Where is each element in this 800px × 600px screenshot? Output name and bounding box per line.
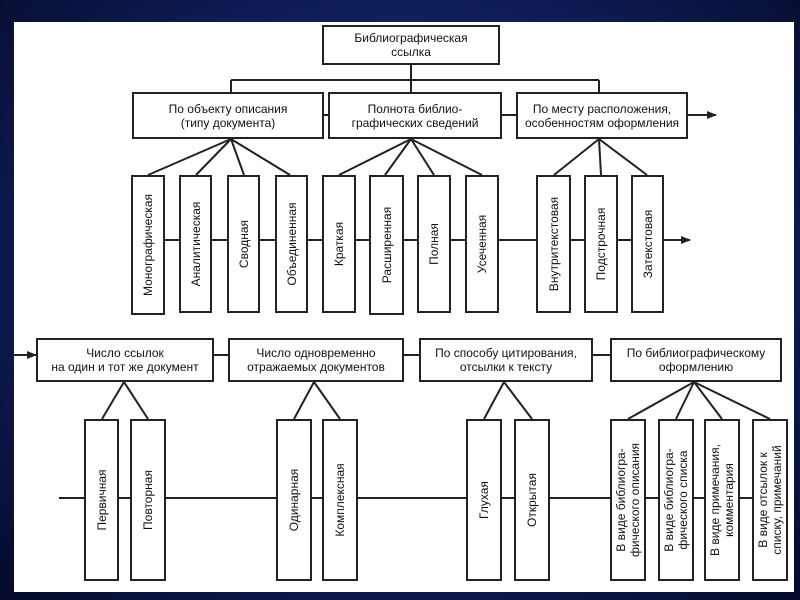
- type-label: В виде библиогра- фического описания: [614, 442, 642, 558]
- type-as-description: В виде библиогра- фического описания: [610, 419, 646, 581]
- category-by-object: По объекту описания (типу документа): [132, 92, 324, 139]
- type-label: В виде библиогра- фического списка: [662, 448, 690, 552]
- type-label: Расширенная: [379, 206, 394, 284]
- connector: [195, 138, 232, 176]
- category-documents-simultaneous: Число одновременно отражаемых документов: [228, 338, 404, 382]
- type-short: Краткая: [322, 175, 356, 313]
- category-by-location: По месту расположения, особенностям офор…: [516, 92, 688, 139]
- category-links-per-document: Число ссылок на один и тот же документ: [36, 338, 214, 382]
- diagram-panel: Библиографическая ссылка По объекту опис…: [14, 22, 794, 592]
- type-label: Сводная: [236, 219, 251, 269]
- connector-lines: [14, 65, 771, 499]
- type-label: Внутритекстовая: [546, 196, 561, 292]
- type-endnote: Затекстовая: [631, 175, 664, 313]
- type-label: Подстрочная: [594, 207, 608, 281]
- type-footnote: Подстрочная: [584, 175, 618, 313]
- type-analytic: Аналитическая: [179, 175, 212, 313]
- connector: [101, 381, 125, 420]
- type-label: Повторная: [141, 470, 155, 530]
- type-label: Одинарная: [287, 468, 301, 532]
- connector: [384, 138, 412, 176]
- type-summary: Сводная: [227, 175, 260, 313]
- connector: [410, 138, 483, 176]
- type-label: Первичная: [94, 469, 109, 531]
- connector: [293, 381, 315, 420]
- category-completeness: Полнота библио- графических сведений: [328, 92, 502, 139]
- connector: [627, 381, 695, 420]
- connector: [675, 381, 695, 420]
- type-truncated: Усеченная: [465, 175, 499, 313]
- type-open: Открытая: [514, 419, 550, 581]
- connector: [503, 381, 533, 420]
- connector: [313, 381, 341, 420]
- connector: [693, 381, 723, 420]
- type-label: Затекстовая: [640, 209, 655, 279]
- type-label: В виде примечания, комментария: [708, 444, 736, 556]
- connector: [693, 381, 771, 420]
- connector: [598, 138, 602, 176]
- type-primary: Первичная: [84, 419, 119, 581]
- connector: [147, 138, 232, 176]
- type-closed: Глухая: [466, 419, 502, 581]
- type-label: Объединенная: [284, 202, 299, 286]
- type-label: Глухая: [477, 481, 491, 519]
- connector: [123, 381, 149, 420]
- category-citation-method: По способу цитирования, отсылки к тексту: [419, 338, 593, 382]
- connector: [598, 138, 648, 176]
- type-as-note: В виде примечания, комментария: [704, 419, 740, 581]
- type-full: Полная: [417, 175, 451, 313]
- type-as-reference: В виде отсылок к списку, примечаний: [752, 419, 788, 581]
- type-single: Одинарная: [276, 419, 312, 581]
- type-label: В виде отсылок к списку, примечаний: [756, 445, 784, 555]
- connector: [338, 138, 412, 176]
- type-combined: Объединенная: [275, 175, 308, 313]
- type-complex: Комплексная: [322, 419, 358, 581]
- type-intratext: Внутритекстовая: [536, 175, 571, 313]
- type-label: Открытая: [525, 473, 539, 527]
- type-extended: Расширенная: [369, 175, 404, 315]
- type-label: Монографическая: [141, 193, 155, 297]
- connector: [553, 138, 600, 176]
- type-monographic: Монографическая: [131, 175, 165, 315]
- root-node: Библиографическая ссылка: [322, 25, 500, 65]
- connector: [483, 381, 505, 420]
- connector: [410, 138, 435, 176]
- type-label: Усеченная: [475, 214, 489, 274]
- connector: [230, 138, 291, 176]
- type-label: Полная: [427, 223, 441, 265]
- connector: [230, 138, 245, 176]
- type-label: Аналитическая: [188, 201, 203, 287]
- type-label: Краткая: [332, 221, 346, 267]
- type-as-list: В виде библиогра- фического списка: [658, 419, 694, 581]
- category-bibliographic-format: По библиографическому оформлению: [610, 338, 782, 382]
- type-label: Комплексная: [333, 463, 347, 537]
- type-repeated: Повторная: [130, 419, 166, 581]
